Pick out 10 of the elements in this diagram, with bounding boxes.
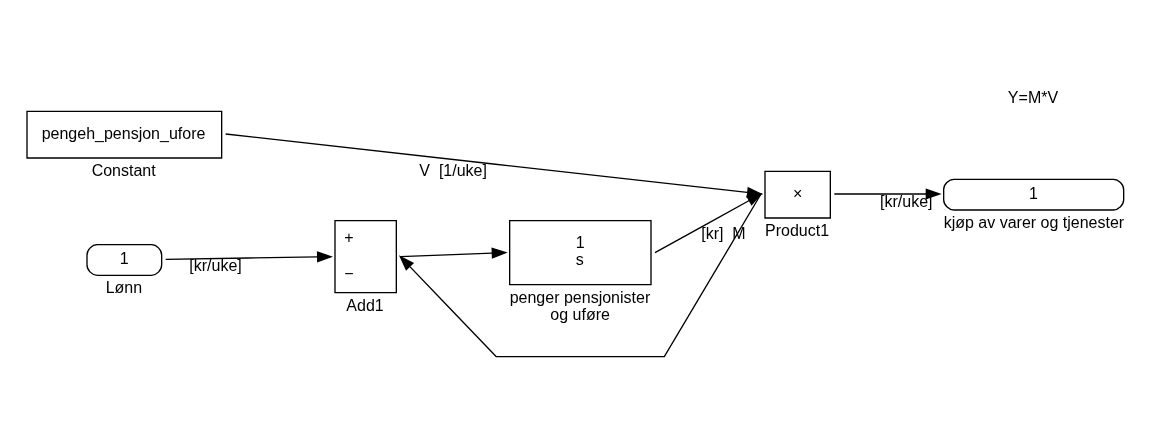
node-label: Lønn (105, 279, 143, 297)
edge-label: [kr/uke] (880, 192, 933, 210)
node-label: Constant (91, 162, 156, 180)
node-label: penger pensjonister og uføre (509, 288, 651, 324)
label: Y=M*V (1007, 89, 1059, 107)
node-label: Add1 (346, 296, 384, 314)
node-label: kjøp av varer og tjenester (943, 214, 1125, 232)
edge-label: V [1/uke] (419, 162, 487, 180)
node-label: Product1 (765, 222, 830, 240)
edge-label: [kr/uke] (189, 256, 242, 274)
